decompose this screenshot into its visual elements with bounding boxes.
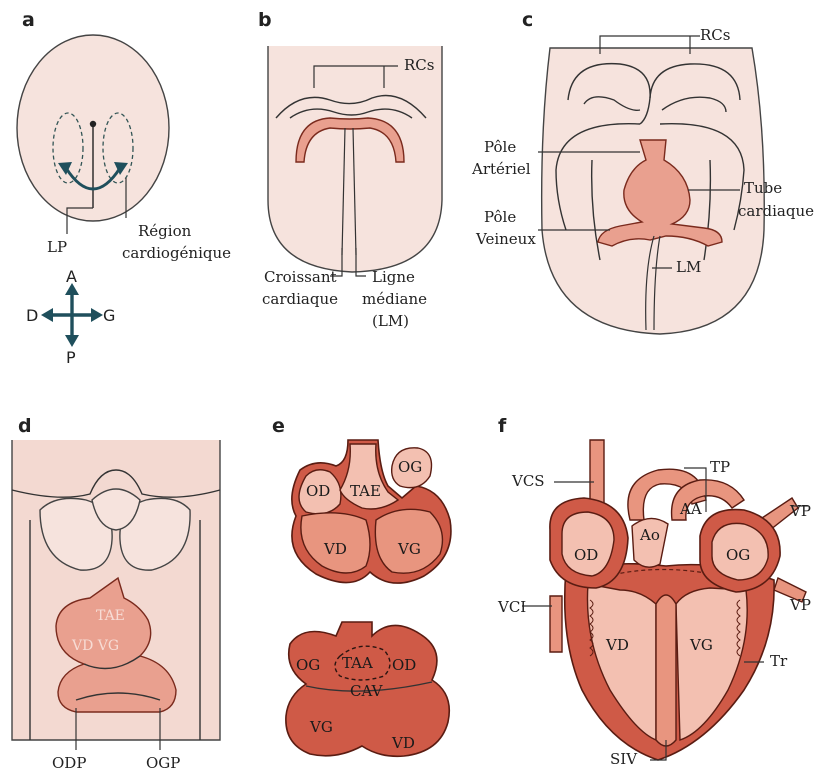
vd-vg-label-d: VD VG — [71, 638, 119, 654]
od-label-top-e: OD — [306, 482, 330, 500]
rcs-label-b: RCs — [404, 56, 434, 74]
vg-label-top-e: VG — [397, 540, 421, 558]
tp-label: TP — [710, 458, 730, 476]
vg-label-f: VG — [689, 636, 713, 654]
lm-label-c: LM — [676, 258, 701, 276]
od-label-f: OD — [574, 546, 598, 564]
panel-c: c RCs Pôle Artériel Pôle Veineux Tube ca… — [471, 9, 814, 334]
vp1-label: VP — [789, 502, 811, 520]
od-atrium-inner-f — [562, 512, 614, 576]
panel-e-letter: e — [272, 415, 285, 437]
pole-vein-label-line1: Pôle — [484, 208, 516, 226]
tr-label: Tr — [770, 652, 788, 670]
tae-label-d: TAE — [96, 608, 125, 624]
od-label-bottom-e: OD — [392, 656, 416, 674]
panel-f: f VCS TP AA Ao VP OD OG VCI VD — [497, 415, 811, 768]
croissant-label-line2: cardiaque — [262, 290, 338, 308]
vci-label: VCI — [497, 598, 526, 616]
axis-left-label: G — [103, 306, 115, 325]
croissant-label-line1: Croissant — [264, 268, 337, 286]
vd-label-bottom-e: VD — [391, 734, 415, 752]
ligne-label-line1: Ligne — [372, 268, 415, 286]
aa-label-f: AA — [679, 500, 702, 518]
vp2-label: VP — [789, 596, 811, 614]
axis-anterior-label: A — [66, 267, 77, 286]
region-label-line2: cardiogénique — [122, 244, 231, 262]
taa-label-bottom-e: TAA — [342, 654, 373, 672]
vd-label-top-e: VD — [323, 540, 347, 558]
siv-label: SIV — [610, 750, 638, 768]
ligne-label-line2: médiane — [362, 290, 427, 308]
ligne-label-line3: (LM) — [372, 312, 409, 330]
axis-right-label: D — [26, 306, 38, 325]
pole-art-label-line2: Artériel — [471, 160, 531, 178]
vcs-label: VCS — [511, 472, 545, 490]
pole-art-label-line1: Pôle — [484, 138, 516, 156]
axis-posterior-label: P — [66, 348, 76, 367]
vci-vessel — [550, 596, 562, 652]
region-label-line1: Région — [138, 222, 192, 240]
og-label-f: OG — [726, 546, 750, 564]
embryo-body-b — [268, 46, 442, 272]
ao-label-f: Ao — [639, 526, 660, 544]
panel-c-letter: c — [522, 9, 533, 31]
og-label-top-e: OG — [398, 458, 422, 476]
panel-a: a LP Région cardiogénique A P D G — [17, 9, 231, 367]
panel-b: b RCs Croissant cardiaque Ligne médiane … — [258, 9, 442, 330]
panel-f-letter: f — [498, 415, 507, 437]
septum-f — [656, 595, 676, 746]
vg-label-bottom-e: VG — [309, 718, 333, 736]
tube-label-line2: cardiaque — [738, 202, 814, 220]
tube-label-line1: Tube — [744, 179, 782, 197]
panel-a-letter: a — [22, 9, 35, 31]
og-label-bottom-e: OG — [296, 656, 320, 674]
panel-d: d TAE VD VG ODP OGP — [12, 415, 220, 772]
odp-label: ODP — [52, 754, 86, 772]
orientation-compass — [41, 283, 103, 347]
panel-b-letter: b — [258, 9, 272, 31]
tae-label-top-e: TAE — [350, 482, 381, 500]
rcs-label-c: RCs — [700, 26, 730, 44]
lp-label: LP — [47, 238, 67, 256]
panel-e: e OD TAE OG VD VG OG TAA OD CAV VG VD — [272, 415, 451, 756]
cav-label-bottom-e: CAV — [350, 682, 384, 700]
ogp-label: OGP — [146, 754, 180, 772]
pole-vein-label-line2: Veineux — [475, 230, 536, 248]
panel-d-letter: d — [18, 415, 32, 437]
vd-label-f: VD — [605, 636, 629, 654]
